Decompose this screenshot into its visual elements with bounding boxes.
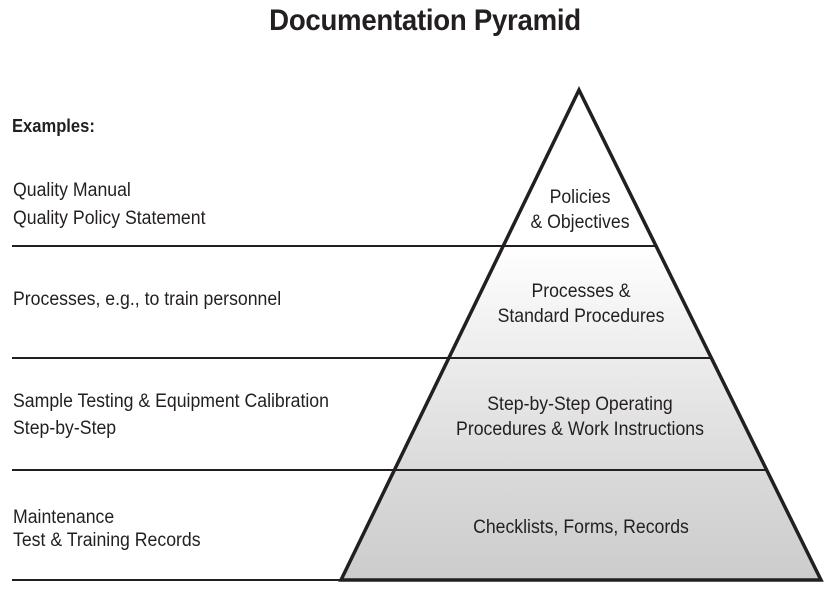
tier-3-label: Procedures & Work Instructions <box>456 417 704 439</box>
examples-heading: Examples: <box>12 116 95 136</box>
example-line: Sample Testing & Equipment Calibration <box>13 391 329 412</box>
pyramid-tier-3 <box>394 358 767 470</box>
example-line: Maintenance <box>13 507 115 528</box>
tier-2-label: Processes & <box>531 279 630 301</box>
pyramid-tier-4 <box>341 470 821 580</box>
tier-1-label: Policies <box>550 185 611 207</box>
example-line: Quality Policy Statement <box>13 208 206 229</box>
tier-1-label: & Objectives <box>530 210 629 232</box>
pyramid-outline <box>338 86 824 582</box>
example-line: Test & Training Records <box>13 530 201 551</box>
pyramid-tier-1 <box>503 90 657 246</box>
example-line: Step-by-Step <box>13 418 117 439</box>
example-line: Quality Manual <box>13 180 131 201</box>
example-line: Processes, e.g., to train personnel <box>13 289 282 310</box>
tier-3-label: Step-by-Step Operating <box>487 392 672 414</box>
pyramid-tier-2 <box>448 246 712 358</box>
tier-2-label: Standard Procedures <box>498 304 665 326</box>
page-title: Documentation Pyramid <box>269 4 581 37</box>
tier-4-label: Checklists, Forms, Records <box>473 515 689 537</box>
